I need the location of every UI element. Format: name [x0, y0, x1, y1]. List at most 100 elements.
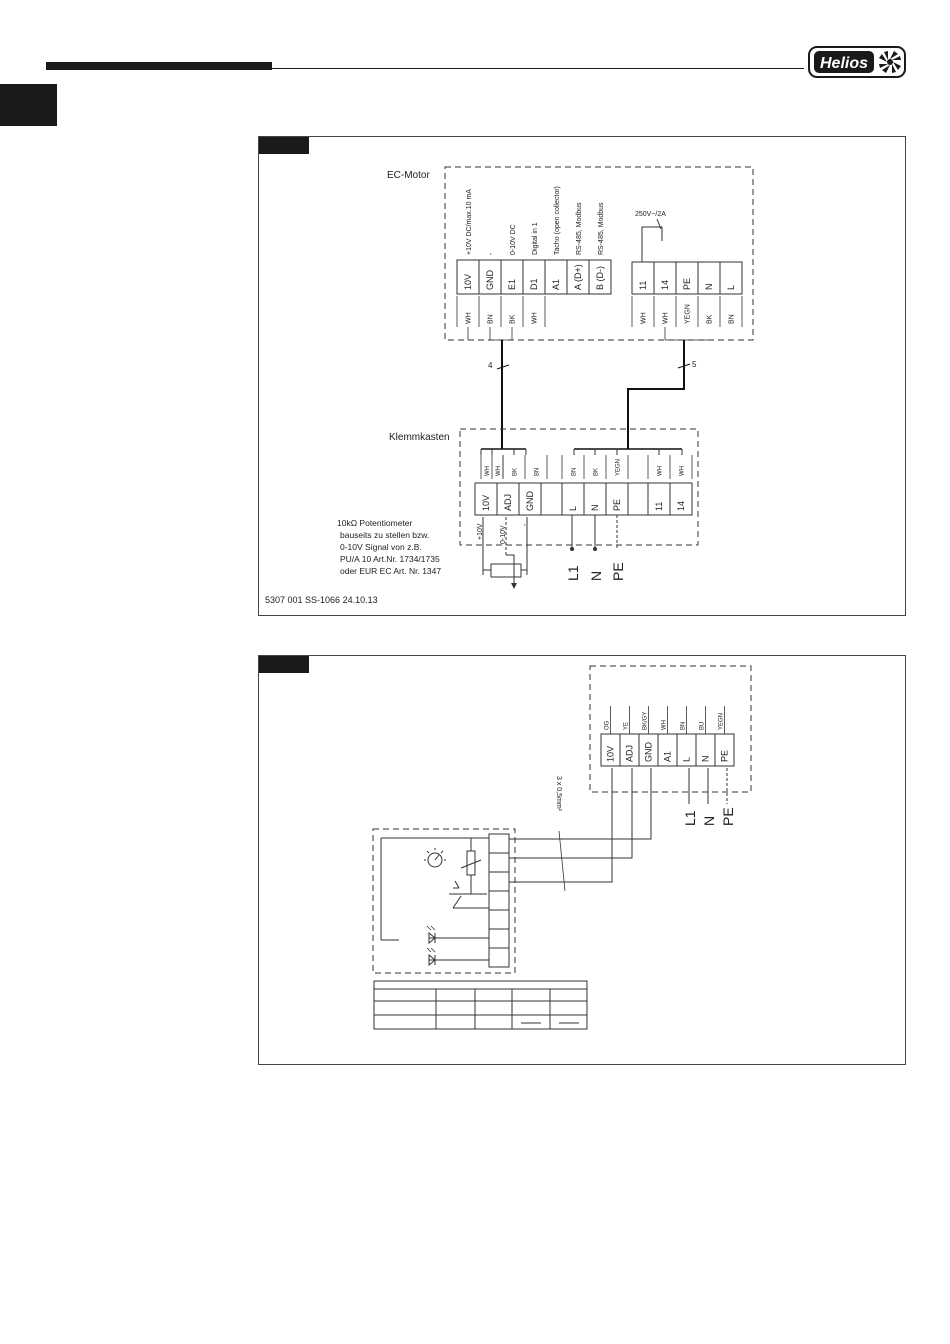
- relay-terminal-label: PE: [682, 278, 692, 290]
- motor2-terminal-label: 10V: [606, 746, 616, 762]
- brand-name: Helios: [820, 55, 868, 72]
- relay-wire-color: BK: [707, 314, 714, 324]
- motor2-terminal-label: L: [682, 757, 692, 762]
- relay-terminal-strip: 11 14 PE N L: [631, 261, 743, 295]
- motor2-wire-color: BN: [681, 722, 687, 730]
- controller-terminal-cell: [488, 928, 510, 949]
- relay-terminal-label: N: [704, 284, 714, 291]
- box-wire-color: YEGN: [616, 459, 622, 476]
- relay-terminal-cell: [719, 261, 743, 295]
- box-wire-color: WH: [496, 466, 502, 476]
- helios-logo: Helios: [808, 46, 906, 78]
- controller-terminal-cell: [488, 852, 510, 873]
- motor-terminal-label: GND: [485, 270, 495, 291]
- motor-wire-color: WH: [466, 312, 473, 324]
- chapter-tab: [0, 84, 57, 126]
- terminal-box-title: Klemmkasten: [389, 432, 450, 443]
- supply-label: PE: [720, 807, 736, 826]
- motor2-terminal-label: GND: [644, 742, 654, 763]
- supply-label: L1: [682, 810, 698, 826]
- box-terminal-label: GND: [525, 491, 535, 512]
- supply-label: PE: [610, 562, 626, 581]
- led-icon: [426, 947, 436, 967]
- note-line: bauseits zu stellen bzw.: [340, 530, 429, 540]
- controller-terminal-strip: [488, 833, 517, 968]
- supply-lines-2: [688, 768, 728, 804]
- box-wire-color: BK: [594, 468, 600, 476]
- control-cable: 3 x 0,5mm²: [517, 768, 652, 892]
- relay-wire-color: BN: [729, 314, 736, 324]
- motor-terminal-label: 10V: [463, 274, 473, 290]
- relay-terminal-label: 14: [660, 280, 670, 290]
- relay-wire-color: WH: [641, 312, 648, 324]
- motor-title: EC-Motor: [387, 170, 430, 181]
- box-terminal-label: 14: [676, 501, 686, 511]
- motor-terminal-label: E1: [507, 279, 517, 290]
- document-reference: 5307 001 SS-1066 24.10.13: [265, 595, 378, 605]
- motor2-wire-color: YE: [624, 722, 630, 730]
- speed-dial-icon: [424, 848, 446, 868]
- bus-drops: [480, 449, 683, 455]
- potentiometer-symbol: [482, 517, 528, 589]
- box-wire-color: WH: [680, 466, 686, 476]
- cable-1-label: 4: [488, 361, 493, 370]
- motor2-wire-color: YEGN: [719, 713, 725, 730]
- relay-contact-symbol: 250V~/2A: [635, 211, 666, 262]
- note-line: PU/A 10 Art.Nr. 1734/1735: [340, 554, 440, 564]
- motor2-wire-color: BK/GY: [643, 712, 649, 730]
- motor-terminal-cell: [588, 259, 612, 295]
- motor-wire-color: BN: [488, 314, 495, 324]
- motor2-wire-color: BU: [700, 722, 706, 730]
- switch-icon: [453, 880, 460, 889]
- box-wire-color: BN: [535, 468, 541, 476]
- controller-terminal-cell: [488, 947, 510, 968]
- motor-terminal-desc: RS-485, Modbus: [576, 202, 583, 255]
- relay-terminal-label: 11: [638, 281, 648, 290]
- cable-2: 5: [627, 340, 697, 449]
- box-wire-color: WH: [658, 466, 664, 476]
- box-terminal-label: 11: [654, 502, 664, 511]
- box-terminal-label: PE: [612, 499, 622, 511]
- motor-terminal-label: B (D-): [595, 266, 605, 290]
- motor2-terminal-label: ADJ: [625, 745, 635, 762]
- motor-terminal-desc: Tacho (open collector): [554, 186, 561, 255]
- motor-terminal-desc: 0-10V DC: [510, 224, 517, 255]
- box-terminal-label: 10V: [481, 495, 491, 511]
- cable-spec: 3 x 0,5mm²: [555, 776, 562, 812]
- supply-label: L1: [565, 565, 581, 581]
- header-thin-rule: [272, 68, 804, 69]
- motor-wire-color: BK: [510, 314, 517, 324]
- relay-wire-color: YEGN: [685, 304, 692, 324]
- box-wire-color: BK: [513, 468, 519, 476]
- motor-terminal-label: A1: [551, 279, 561, 290]
- motor-terminal-desc: Digital in 1: [532, 222, 539, 255]
- diagram-tab: [259, 656, 309, 673]
- relay-terminal-label: L: [726, 285, 736, 290]
- motor2-terminal-label: A1: [663, 751, 673, 762]
- motor-enclosure-2: [589, 665, 752, 793]
- controller-terminal-cell: [488, 871, 510, 892]
- diagram-tab: [259, 137, 309, 154]
- supply-label: N: [588, 571, 604, 581]
- controller-terminal-cell: [488, 833, 510, 854]
- motor-terminal-desc: +10V DC/max.10 mA: [466, 189, 473, 255]
- box-wire-color: BN: [572, 468, 578, 476]
- relay-rating: 250V~/2A: [635, 211, 666, 218]
- pot-label-plus: +10V: [477, 523, 484, 540]
- box-terminal-label: L: [568, 506, 578, 511]
- pot-label-minus: -: [522, 523, 529, 526]
- motor-terminal-label: D1: [529, 278, 539, 290]
- box-terminal-cell: [669, 482, 693, 516]
- box-terminal-label: N: [590, 505, 600, 512]
- motor2-terminal-label: N: [701, 756, 711, 763]
- motor-terminal-desc: RS-485, Modbus: [598, 202, 605, 255]
- supply-lines: [570, 515, 618, 551]
